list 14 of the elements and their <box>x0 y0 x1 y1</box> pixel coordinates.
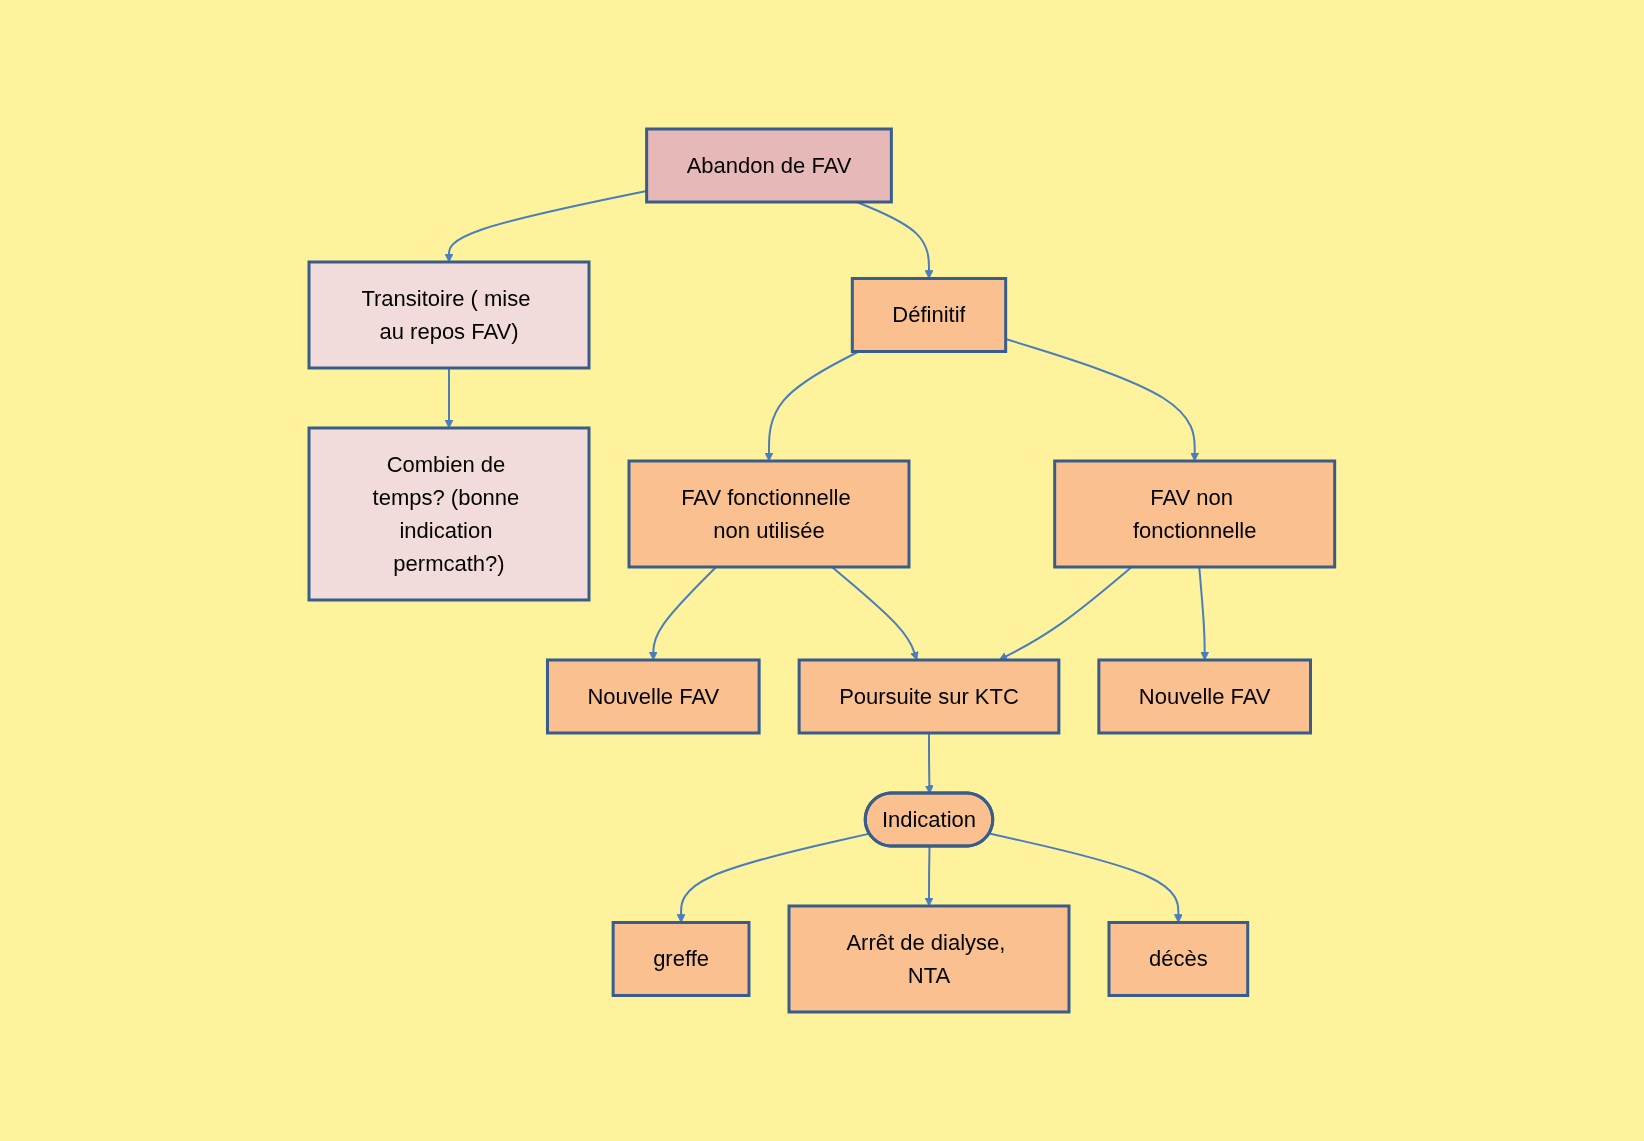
node-box: Abandon de FAV <box>645 127 893 204</box>
node-box: Transitoire ( mise au repos FAV) <box>307 260 591 370</box>
node-box: Poursuite sur KTC <box>797 658 1061 735</box>
arrow <box>676 832 871 923</box>
node-box: Arrêt de dialyse, NTA <box>787 904 1071 1014</box>
node-box: Nouvelle FAV <box>1097 658 1313 735</box>
node-box: Nouvelle FAV <box>546 658 761 735</box>
arrow <box>988 832 1183 923</box>
node-box: FAV fonctionnelle non utilisée <box>627 459 911 569</box>
node-box: Définitif <box>850 277 1008 353</box>
node-box: Combien de temps? (bonne indication permcath?) <box>307 426 591 602</box>
node-box: FAV non fonctionnelle <box>1053 459 1337 569</box>
node-box: greffe <box>611 921 751 997</box>
node-box: décès <box>1107 921 1250 997</box>
